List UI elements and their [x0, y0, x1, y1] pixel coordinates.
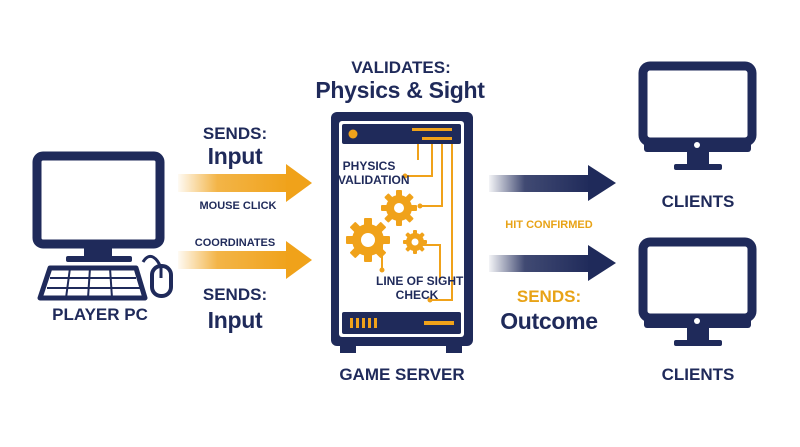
sight-label-line2: CHECK	[395, 288, 439, 302]
server-header-line1: VALIDATES:	[351, 58, 451, 77]
game-server-icon	[331, 112, 473, 353]
clients-top-caption: CLIENTS	[661, 192, 735, 211]
output-arrow-top	[489, 165, 616, 201]
output-what-label: Outcome	[500, 308, 598, 334]
sight-label-line1: LINE OF SIGHT	[376, 274, 464, 288]
clients-bottom-caption: CLIENTS	[661, 365, 735, 384]
input-arrow-bottom	[178, 241, 312, 279]
input-top-what-label: Input	[207, 143, 263, 169]
player-pc-icon	[32, 151, 173, 301]
client-monitor-bottom-icon	[638, 237, 757, 346]
input-arrow-top	[178, 164, 312, 202]
game-server-caption: GAME SERVER	[339, 365, 465, 384]
player-pc-caption: PLAYER PC	[52, 305, 148, 324]
output-sends-label: SENDS:	[516, 287, 582, 306]
output-arrow-bottom	[489, 245, 616, 281]
physics-label-line1: PHYSICS	[342, 159, 396, 173]
input-bottom-detail-label: COORDINATES	[194, 237, 276, 249]
input-top-detail-label: MOUSE CLICK	[199, 200, 277, 212]
input-top-sends-label: SENDS:	[202, 124, 268, 143]
physics-validation-label: PHYSICS VALIDATION	[338, 159, 410, 187]
input-bottom-what-label: Input	[207, 307, 263, 333]
physics-label-line2: VALIDATION	[338, 173, 410, 187]
client-monitor-top-icon	[638, 61, 757, 170]
input-bottom-sends-label: SENDS:	[202, 285, 268, 304]
server-header-line2: Physics & Sight	[315, 77, 485, 103]
hit-confirmed-label: HIT CONFIRMED	[505, 219, 593, 231]
line-of-sight-label: LINE OF SIGHT CHECK	[376, 274, 464, 302]
